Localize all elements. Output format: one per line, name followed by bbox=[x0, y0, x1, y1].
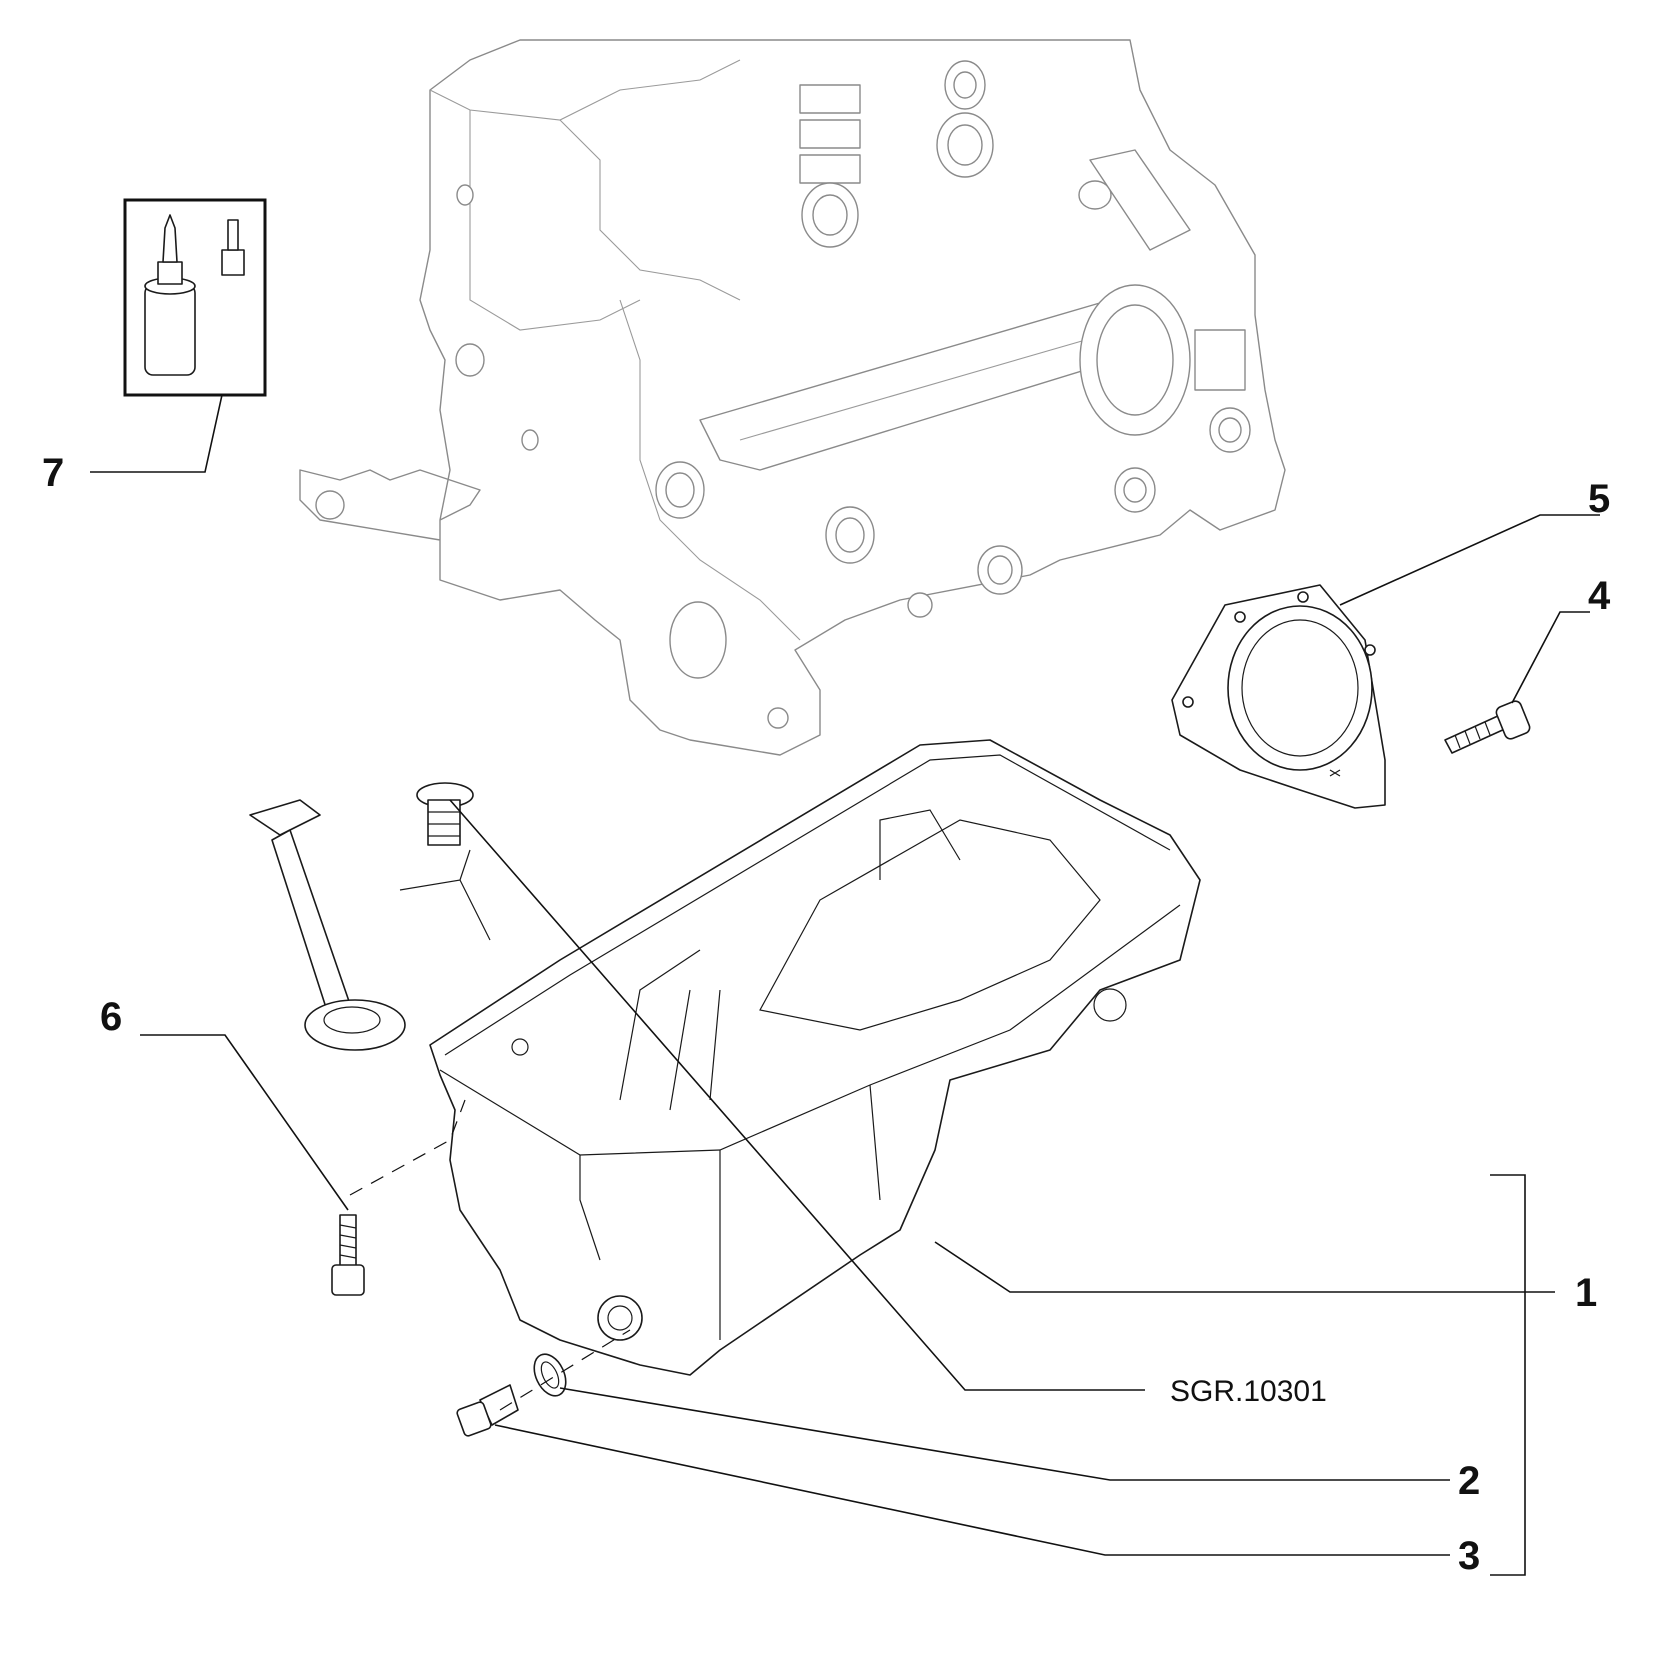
washer-illustration bbox=[533, 1353, 567, 1397]
oil-sump-illustration bbox=[429, 739, 1201, 1376]
leader-lines bbox=[90, 394, 1600, 1576]
bolt-illustration bbox=[331, 1214, 365, 1296]
drain-plug-illustration bbox=[456, 1384, 519, 1437]
sealant-kit-illustration bbox=[123, 198, 267, 397]
callout-4: 4 bbox=[1588, 574, 1611, 618]
seal-cover-illustration bbox=[1171, 584, 1386, 809]
dipstick-tube-illustration bbox=[249, 799, 406, 1051]
callout-5: 5 bbox=[1588, 477, 1610, 521]
valve-spring-illustration bbox=[399, 782, 491, 941]
callout-labels: 7 5 4 6 1 2 3 SGR.10301 bbox=[42, 451, 1611, 1578]
callout-7: 7 bbox=[42, 451, 64, 495]
callout-1: 1 bbox=[1575, 1271, 1597, 1315]
callout-3: 3 bbox=[1458, 1534, 1480, 1578]
reference-code: SGR.10301 bbox=[1170, 1375, 1327, 1408]
callout-6: 6 bbox=[100, 995, 122, 1039]
screw-illustration bbox=[1444, 700, 1531, 754]
engine-block-illustration bbox=[299, 39, 1286, 756]
callout-2: 2 bbox=[1458, 1459, 1480, 1503]
